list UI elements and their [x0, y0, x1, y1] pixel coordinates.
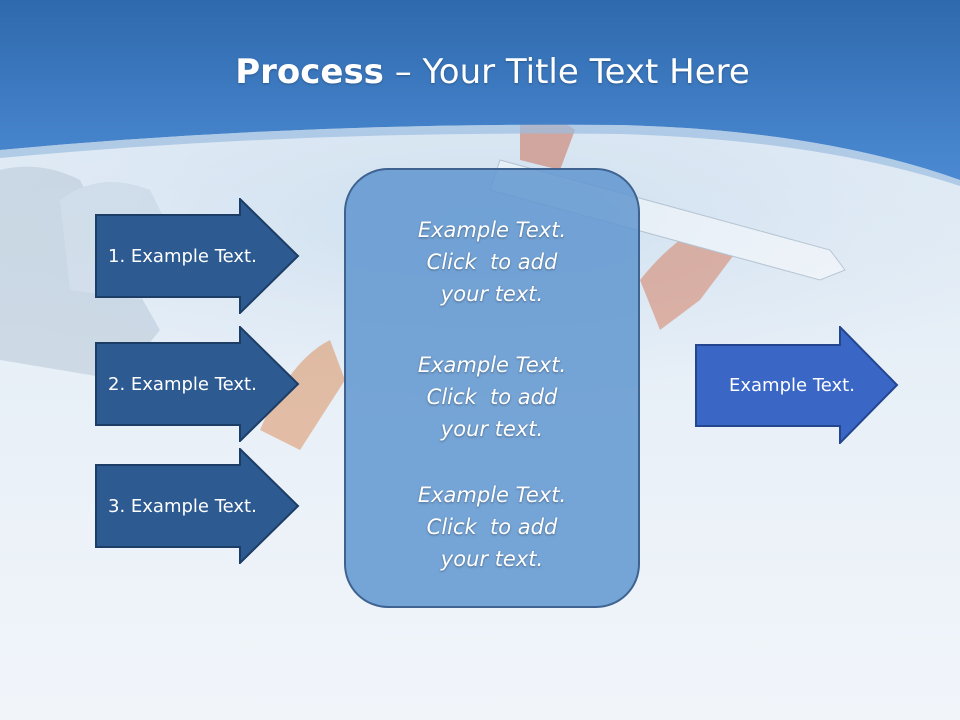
center-process-box[interactable]: Example Text. Click to add your text. Ex…: [344, 168, 640, 608]
center-line: Example Text.: [417, 218, 567, 242]
input-arrow-2[interactable]: 2. Example Text.: [95, 326, 301, 442]
center-line: Example Text.: [417, 353, 567, 377]
output-arrow[interactable]: Example Text.: [695, 326, 901, 444]
title-bold-text: Process: [235, 52, 384, 92]
input-arrow-label: 1. Example Text.: [108, 245, 257, 267]
title-rest-text: – Your Title Text Here: [383, 52, 750, 92]
input-arrow-3[interactable]: 3. Example Text.: [95, 448, 301, 564]
center-line: Click to add: [426, 250, 558, 274]
center-line: Click to add: [426, 515, 558, 539]
center-paragraph-3: Example Text. Click to add your text.: [346, 479, 638, 575]
input-arrow-label: 3. Example Text.: [108, 495, 257, 517]
center-paragraph-2: Example Text. Click to add your text.: [346, 349, 638, 445]
arrow-right-shape: [95, 198, 300, 314]
input-arrow-1[interactable]: 1. Example Text.: [95, 198, 301, 314]
center-line: your text.: [440, 282, 544, 306]
center-paragraph-1: Example Text. Click to add your text.: [346, 214, 638, 310]
center-line: your text.: [440, 547, 544, 571]
input-arrow-label: 2. Example Text.: [108, 373, 257, 395]
center-line: Click to add: [426, 385, 558, 409]
output-arrow-label: Example Text.: [729, 374, 855, 396]
arrow-right-shape: [95, 448, 300, 564]
arrow-right-shape: [695, 326, 899, 444]
center-line: Example Text.: [417, 483, 567, 507]
slide-title[interactable]: Process – Your Title Text Here: [0, 52, 960, 92]
center-line: your text.: [440, 417, 544, 441]
arrow-right-shape: [95, 326, 300, 442]
